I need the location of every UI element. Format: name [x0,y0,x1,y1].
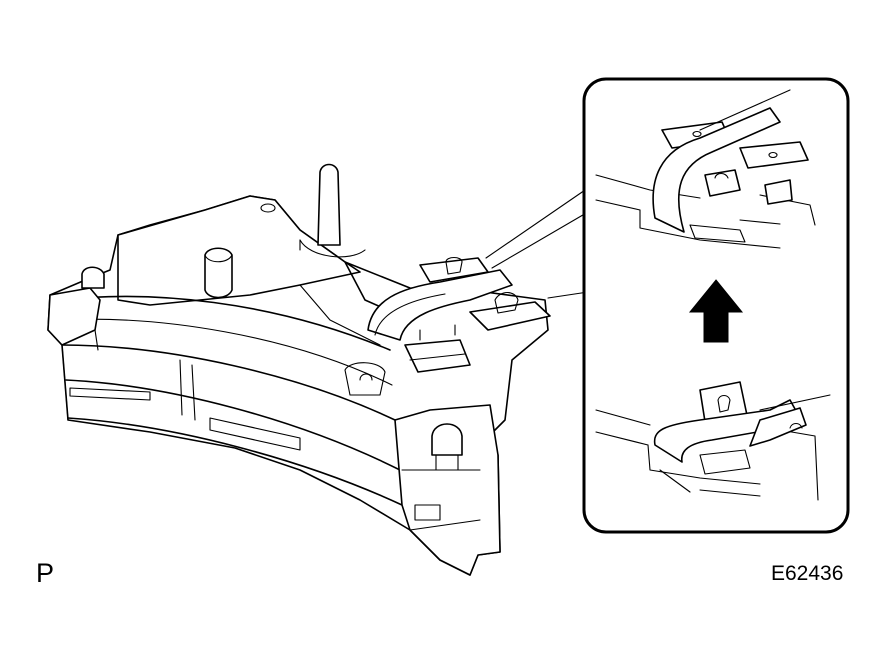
callout-leader [485,187,589,299]
detail-inset [582,77,850,534]
view-letter-label: P [36,558,55,588]
inset-upper-view [595,89,816,249]
inset-lower-view [595,381,831,501]
main-housing [47,163,551,576]
arrow-up-icon [688,279,744,343]
figure-code-label: E62436 [771,562,844,585]
